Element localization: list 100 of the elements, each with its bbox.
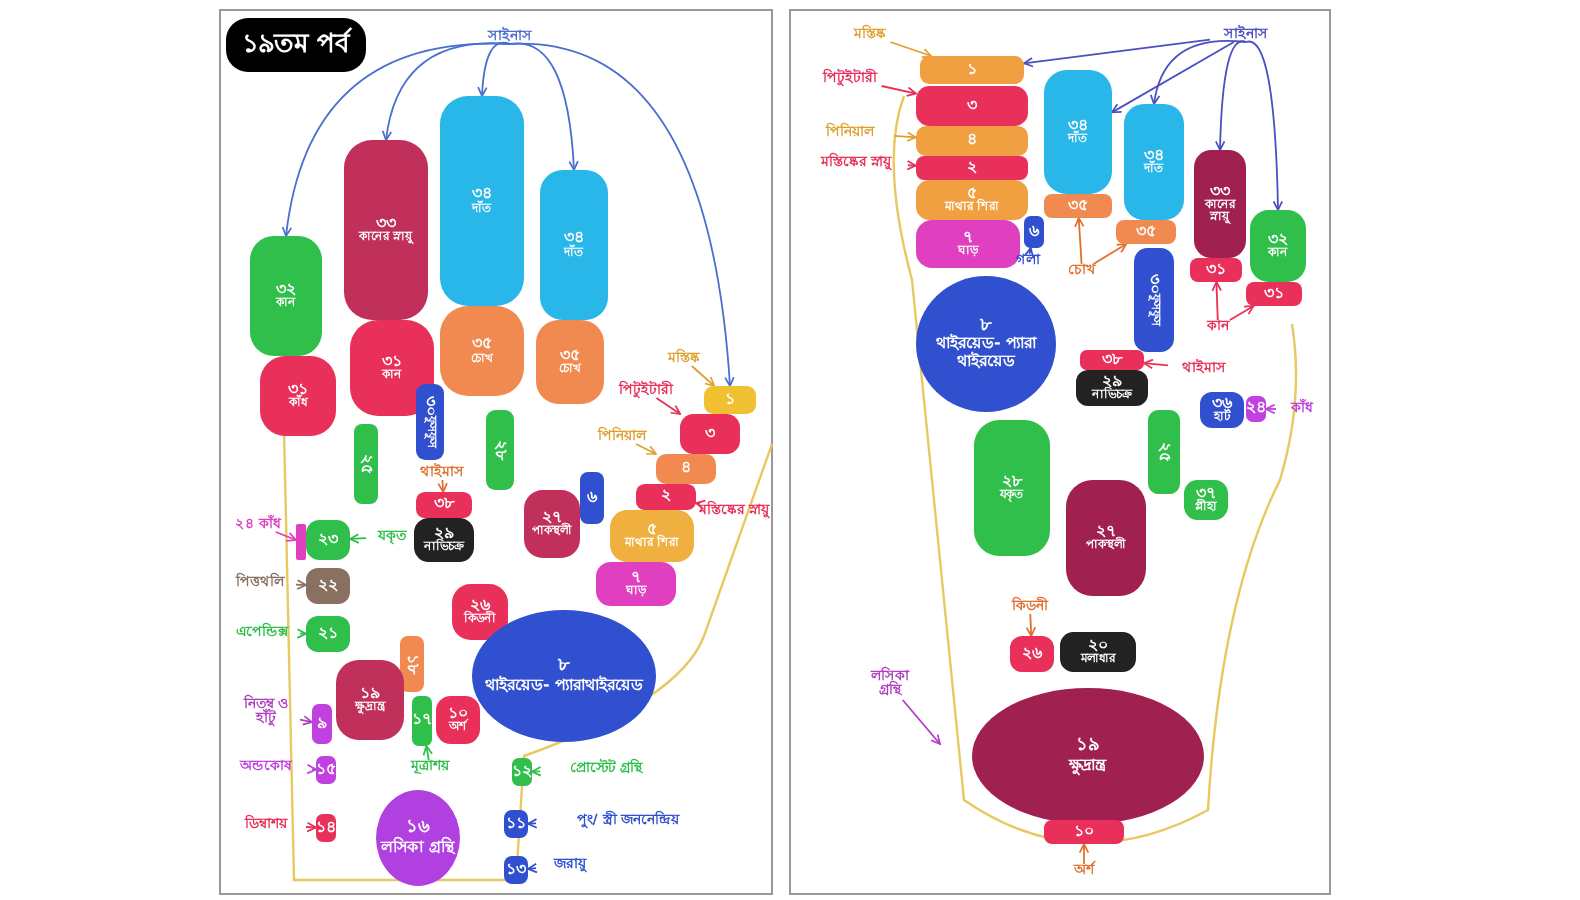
zone-number: ৯ (317, 715, 327, 733)
leader-line (295, 579, 307, 590)
zone-name: থাইরয়েড- প্যারাথাইরয়েড (484, 677, 644, 694)
reflex-zone (354, 424, 378, 504)
zone-number: ১৯ (1076, 738, 1100, 758)
arrow (1245, 40, 1283, 211)
leader-line (1211, 281, 1222, 321)
reflex-zone (916, 180, 1028, 220)
zone-number: ৩২ (1268, 231, 1288, 248)
zone-number: ৩৩ (1210, 183, 1230, 199)
zone-number: ২৪ (1246, 400, 1266, 418)
zone-number: ৭ (963, 229, 973, 246)
reflex-zone (1190, 258, 1242, 282)
leader-line (880, 85, 917, 97)
reflex-zone (336, 660, 404, 740)
reflex-zone (306, 568, 350, 604)
leader-line (1023, 38, 1211, 68)
reflex-zone (260, 356, 336, 436)
zone-number: ৩৪ (564, 230, 584, 247)
zone-number: ২৫ (357, 454, 375, 474)
reflex-zone (504, 856, 528, 884)
zone-number: ৩৫ (472, 336, 492, 353)
leader-line (296, 628, 307, 639)
zone-number: ২০ (1088, 637, 1108, 654)
zone-number: ৩৩ (376, 215, 396, 232)
zone-number: ৮ (980, 317, 992, 336)
leader-line (690, 365, 716, 387)
reflex-zone (440, 96, 524, 306)
zone-number: ২৬ (470, 597, 490, 614)
leader-line (893, 131, 917, 142)
leader-line (695, 499, 707, 510)
leader-line (1092, 243, 1128, 265)
reflex-zone (376, 790, 460, 886)
zone-number: ৩৪ (1144, 147, 1164, 164)
reflex-zone (916, 220, 1020, 268)
leader-line (889, 41, 933, 59)
reflex-zone (250, 236, 322, 356)
leader-line (274, 531, 297, 542)
arrow (382, 42, 511, 141)
zone-number: ২১ (318, 625, 338, 643)
reflex-zone (920, 56, 1024, 84)
reflex-zone (1060, 632, 1136, 672)
reflex-zone (580, 472, 604, 524)
leader-line (1023, 247, 1035, 259)
zone-name: লসিকা গ্রন্থি (381, 839, 455, 856)
reflex-zone (316, 756, 336, 784)
reflex-zone (504, 810, 528, 838)
reflex-zone (296, 524, 306, 560)
arrow (1215, 40, 1247, 151)
zone-number: ২৫ (1155, 442, 1173, 462)
zone-number: ৫ (967, 185, 977, 202)
reflex-zone (512, 758, 532, 786)
zone-number: ১২ (512, 763, 532, 781)
episode-badge: ১৯তম পর্ব (226, 18, 366, 72)
zone-number: ১ (967, 61, 977, 79)
zone-number: ৩৪ (1068, 117, 1088, 134)
reflex-zone (312, 704, 332, 744)
zone-number: ৩০ (421, 396, 439, 416)
reflex-zone (974, 420, 1050, 556)
reflex-zone (596, 562, 676, 606)
leader-line (635, 443, 657, 455)
reflex-zone (1076, 370, 1148, 406)
reflex-zone (1116, 220, 1176, 244)
reflex-zone (436, 696, 480, 744)
zone-number: ৩ (705, 425, 715, 443)
zone-number: ২২ (318, 577, 338, 595)
zone-number: ৩১ (288, 381, 308, 398)
reflex-zone (416, 492, 472, 518)
reflex-zone (1024, 216, 1044, 248)
reflex-zone (656, 454, 716, 484)
arrow (477, 41, 511, 97)
reflex-zone (1246, 282, 1302, 306)
reflex-zone (916, 156, 1028, 180)
zone-number: ৪ (967, 132, 977, 150)
zone-number: ৩৫ (1136, 223, 1156, 241)
leader-line (299, 715, 313, 726)
reflex-zone (452, 584, 508, 640)
zone-number: ৩২ (276, 281, 296, 298)
arrow (1150, 40, 1247, 105)
zone-number: ২৭ (1096, 523, 1116, 540)
leader-line (349, 533, 367, 544)
reflex-zone (440, 306, 524, 396)
zone-number: ২৮ (1002, 473, 1022, 490)
reflex-zone (306, 616, 350, 652)
reflex-zone (610, 510, 694, 562)
reflex-zone (486, 410, 514, 490)
reflex-zone (1044, 70, 1112, 194)
leader-line (906, 160, 917, 171)
zone-number: ৩ (967, 97, 977, 115)
zone-name: থাইরয়েড- প্যারা থাইরয়েড (933, 336, 1040, 371)
reflex-zone (1124, 104, 1184, 220)
leader-line (305, 821, 317, 833)
leader-line (437, 479, 448, 493)
reflex-zone (1200, 392, 1244, 428)
leader-line (1025, 613, 1037, 637)
zone-number: ৩৭ (1196, 485, 1216, 502)
reflex-zone (400, 636, 424, 692)
reflex-zone (704, 386, 756, 414)
reflex-zone (540, 170, 608, 320)
zone-number: ৭ (631, 569, 641, 586)
